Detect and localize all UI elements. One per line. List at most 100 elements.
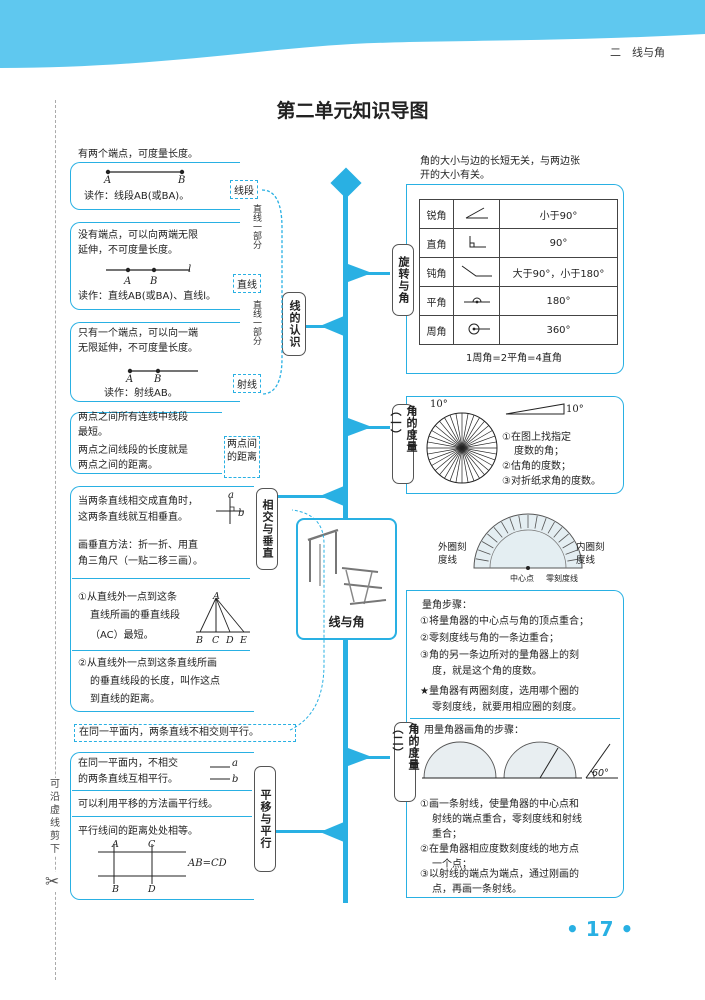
angle-types-table: 锐角 小于90° 直角 90° 钝角 大于90°，小于180° 平角 180° …	[419, 199, 618, 345]
ray-tag: 射线	[233, 374, 261, 393]
perp-fact2-1: ②从直线外一点到这条直线所画	[78, 656, 217, 671]
measure2-star-2: 零刻度线，就要用相应圈的刻度。	[432, 700, 582, 715]
right-angle-icon	[454, 229, 500, 258]
line-reading: 读作：直线AB(或BA)、直线l。	[78, 289, 216, 304]
angle-rule: 大于90°，小于180°	[500, 258, 618, 287]
distance-shortest-1: 两点之间所有连线中线段	[78, 410, 188, 425]
perp-method-2: 角三角尺（一贴二移三画）。	[78, 554, 203, 569]
page-number: • 17 •	[566, 917, 633, 941]
lines-connector	[262, 188, 286, 398]
measure2-step-2: ②零刻度线与角的一条边重合；	[420, 631, 559, 646]
table-row: 钝角 大于90°，小于180°	[420, 258, 618, 287]
angle-name: 钝角	[420, 258, 454, 287]
distance-tag: 两点间的距离	[224, 436, 260, 478]
measure2-step-1: ①将量角器的中心点与角的顶点重合；	[420, 614, 589, 629]
parallel-topic-label: 平移与平行	[254, 766, 276, 872]
segment-figure	[96, 164, 206, 186]
measure1-topic-label: 角的度量（一）	[392, 404, 414, 484]
perp-fact1-2: 直线所画的垂直线段	[90, 608, 180, 623]
perp-topic-label: 相交与垂直	[256, 488, 278, 570]
scissors-icon: ✂	[45, 872, 59, 892]
full-angle-icon	[454, 316, 500, 345]
header-band	[0, 0, 705, 78]
measure2-draw-title: 用量角器画角的步骤：	[424, 723, 524, 738]
ray-point-b: B	[154, 372, 161, 387]
parallel-distance-figure	[96, 842, 188, 886]
parallel-draw: 可以利用平移的方法画平行线。	[78, 797, 218, 812]
perp-point-d: D	[226, 633, 234, 648]
measure1-step-1b: 度数的角；	[514, 444, 564, 459]
line-label-l: l	[188, 262, 191, 277]
table-row: 直角 90°	[420, 229, 618, 258]
perp-method-1: 画垂直方法：折一折、用直	[78, 538, 198, 553]
table-row: 平角 180°	[420, 287, 618, 316]
angle-name: 周角	[420, 316, 454, 345]
parallel-lines-figure	[208, 762, 234, 784]
ray-point-a: A	[126, 372, 133, 387]
segment-point-b: B	[178, 173, 185, 188]
perp-fact2-3: 到直线的距离。	[90, 692, 160, 707]
angle-rule: 小于90°	[500, 200, 618, 229]
parallel-point-c: C	[148, 837, 155, 852]
table-row: 锐角 小于90°	[420, 200, 618, 229]
segment-tag: 线段	[230, 180, 258, 199]
parallel-def-1: 在同一平面内，不相交	[78, 756, 178, 771]
segment-point-a: A	[104, 173, 111, 188]
perp-divider-1	[72, 578, 250, 579]
perp-def-1: 当两条直线相交成直角时，	[78, 494, 198, 509]
chapter-heading: 二 线与角	[610, 44, 665, 60]
segment-desc: 有两个端点，可度量长度。	[78, 147, 198, 162]
perp-def-2: 这两条直线就互相垂直。	[78, 510, 188, 525]
measure2-draw-3b: 点，再画一条射线。	[432, 882, 522, 897]
degree-wheel-figure	[424, 410, 500, 486]
perp-point-c: C	[212, 633, 219, 648]
angle-name: 平角	[420, 287, 454, 316]
distance-def-1: 两点之间线段的长度就是	[78, 443, 188, 458]
angles-topic-label: 旋转与角	[392, 244, 414, 316]
perp-fact2-2: 的垂直线段的长度，叫作这点	[90, 674, 220, 689]
perp-point-b: B	[196, 633, 203, 648]
line-desc-2: 延伸，不可度量长度。	[78, 243, 178, 258]
obtuse-angle-icon	[454, 258, 500, 287]
perp-line-a: a	[228, 488, 234, 503]
ten-degree-wedge-figure	[504, 402, 568, 416]
protractor-figure	[470, 510, 586, 574]
perp-fact1-1: ①从直线外一点到这条	[78, 590, 177, 605]
parallel-equation: AB=CD	[188, 856, 227, 871]
branch-measure2	[348, 756, 390, 759]
measure1-step-3: ③对折纸求角的度数。	[502, 474, 601, 489]
branch-parallel	[272, 830, 344, 833]
measure2-draw-3: ③以射线的端点为端点，通过刚画的	[420, 867, 579, 882]
straight-angle-icon	[454, 287, 500, 316]
ray-desc-1: 只有一个端点，可以向一端	[78, 326, 198, 341]
line-point-a: A	[124, 274, 131, 289]
measure2-draw-1: ①画一条射线，使量角器的中心点和	[420, 797, 579, 812]
branch-perpendicular	[272, 495, 344, 498]
measure2-steps-title: 量角步骤：	[422, 598, 472, 613]
distance-def-2: 两点之间的距离。	[78, 458, 158, 473]
parallel-shared-note: 在同一平面内，两条直线不相交则平行。	[74, 724, 296, 742]
perp-line-b: b	[238, 506, 244, 521]
parallel-distance: 平行线间的距离处处相等。	[78, 824, 198, 839]
line-desc-1: 没有端点，可以向两端无限	[78, 228, 198, 243]
line-point-b: B	[150, 274, 157, 289]
parallel-line-a: a	[232, 756, 238, 771]
angle-name: 直角	[420, 229, 454, 258]
cut-line-label: 可沿虚线剪下	[48, 778, 62, 856]
perp-point-a: A	[213, 589, 220, 604]
measure2-draw-1b: 射线的端点重合，零刻度线和射线	[432, 812, 582, 827]
protractor-zero-label: 零刻度线	[546, 571, 578, 586]
angle-name: 锐角	[420, 200, 454, 229]
protractor-center-label: 中心点	[510, 571, 534, 586]
segment-reading: 读作：线段AB(或BA)。	[84, 189, 189, 204]
measure2-draw-1c: 重合；	[432, 827, 462, 842]
branch-angles	[348, 272, 390, 275]
page-title: 第二单元知识导图	[0, 96, 705, 123]
spine-arrow-head	[330, 167, 361, 198]
ray-reading: 读作：射线AB。	[104, 386, 178, 401]
angle-rule: 180°	[500, 287, 618, 316]
perp-fact1-3: （AC）最短。	[90, 628, 154, 643]
angle-rule: 360°	[500, 316, 618, 345]
angles-note-2: 开的大小有关。	[420, 168, 490, 183]
branch-measure1	[348, 426, 390, 429]
